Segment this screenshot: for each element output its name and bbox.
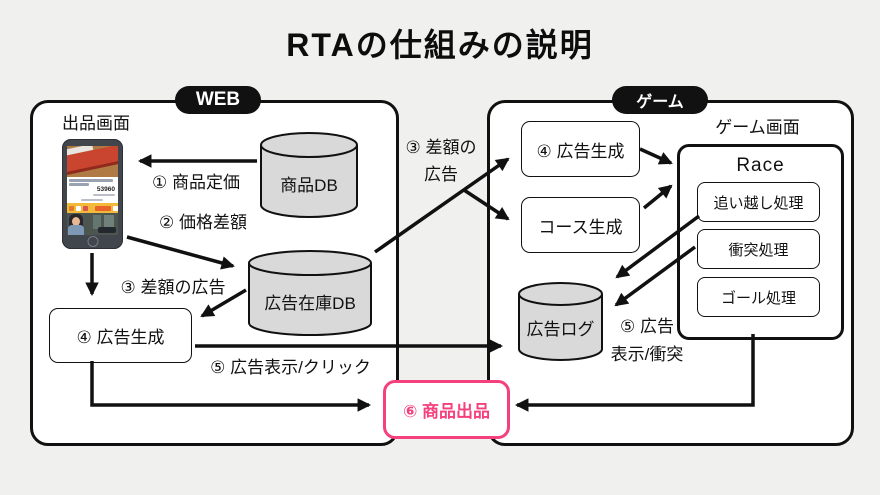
cylinder-icon [260, 132, 358, 218]
page-title: RTAの仕組みの説明 [286, 27, 594, 63]
web-section-pill: WEB [175, 86, 261, 114]
phone-screen: 53960 [67, 146, 118, 235]
ad-inventory-db-label: 広告在庫DB [264, 294, 356, 313]
product-db-label: 商品DB [280, 176, 338, 195]
race-item-collision: 衝突処理 [697, 229, 820, 269]
label-ad-display-click: ⑤ 広告表示/クリック [210, 358, 371, 377]
web-ad-generation-node: ④ 広告生成 [49, 308, 192, 363]
phone-mockup: 53960 [62, 139, 123, 249]
ad-log-db-cylinder: 広告ログ [517, 281, 604, 363]
race-title: Race [736, 155, 785, 176]
ad-inventory-db-cylinder: 広告在庫DB [247, 249, 373, 338]
label-ad-display-collision: ⑤ 広告 表示/衝突 [594, 313, 700, 369]
cylinder-icon [248, 250, 372, 336]
game-screen-label: ゲーム画面 [715, 118, 800, 137]
ad-banner [67, 203, 118, 213]
label-diff-ad-middle: ③ 差額の 広告 [393, 134, 489, 188]
product-listing-node: ⑥ 商品出品 [383, 380, 510, 439]
label-diff-ad: ③ 差額の広告 [120, 278, 226, 297]
label-diff-ad-line2: 広告 [424, 165, 458, 184]
product-photo [67, 146, 118, 177]
ad-log-db-label: 広告ログ [526, 320, 595, 339]
photo-ad [67, 213, 118, 235]
listing-price: 53960 [96, 186, 115, 193]
course-generation-node: コース生成 [521, 197, 640, 253]
label-ad-display-collision-line2: 表示/衝突 [610, 345, 684, 364]
game-ad-generation-node: ④ 広告生成 [521, 121, 640, 177]
label-price-diff: ② 価格差額 [159, 213, 247, 232]
label-product-price: ① 商品定価 [152, 173, 240, 192]
listing-screen-label: 出品画面 [62, 114, 130, 133]
phone-home-button [87, 235, 98, 247]
listing-text-block: 53960 [67, 177, 118, 203]
race-box: Race 追い越し処理 衝突処理 ゴール処理 [677, 144, 844, 340]
label-ad-display-collision-line1: ⑤ 広告 [620, 317, 674, 336]
product-db-cylinder: 商品DB [259, 131, 359, 220]
game-section-pill: ゲーム [612, 86, 708, 114]
race-item-goal: ゴール処理 [697, 277, 820, 317]
race-item-overtake: 追い越し処理 [697, 182, 820, 222]
label-diff-ad-line1: ③ 差額の [405, 138, 477, 157]
